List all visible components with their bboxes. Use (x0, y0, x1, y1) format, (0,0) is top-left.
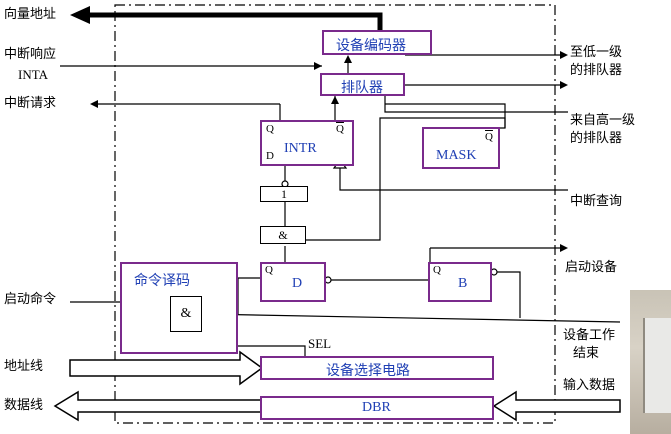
input-data-label: 输入数据 (563, 378, 616, 393)
intr-d-pin: D (266, 150, 274, 162)
from-higher-queue-line1: 来自高一级 (570, 113, 636, 128)
b-ff-q-pin: Q (433, 264, 441, 276)
device-done-line1: 设备工作 (563, 328, 616, 343)
to-lower-queue-line2: 的排队器 (570, 63, 623, 78)
not-gate: 1 (260, 186, 308, 202)
mask-title: MASK (436, 148, 477, 163)
d-ff-q-pin: Q (265, 264, 273, 276)
intr-title: INTR (284, 141, 317, 156)
vector-address-bus (90, 12, 383, 32)
start-device-label: 启动设备 (565, 260, 618, 275)
and-gate-upper-symbol: & (278, 228, 288, 242)
queue-block: 排队器 (320, 73, 405, 96)
intr-qbar-pin: Q (336, 123, 344, 135)
address-line-arrow (69, 350, 264, 386)
interface-boundary (114, 4, 556, 424)
sel-label: SEL (308, 336, 332, 351)
command-decoder-title: 命令译码 (134, 273, 190, 289)
interrupt-request-label: 中断请求 (4, 96, 57, 111)
b-ff-title: B (458, 276, 468, 291)
interrupt-query-label: 中断查询 (570, 194, 623, 209)
vector-address-arrow (70, 6, 90, 24)
address-line-label: 地址线 (4, 359, 44, 374)
mask-block: Q MASK (422, 127, 500, 169)
and-gate-upper: & (260, 226, 306, 244)
intr-q-pin: Q (266, 123, 274, 135)
and-gate-decoder: & (170, 296, 202, 332)
dbr-title: DBR (362, 400, 391, 415)
device-encoder-block: 设备编码器 (322, 30, 432, 55)
device-done-line2: 结束 (573, 346, 600, 361)
device-select-title: 设备选择电路 (326, 363, 410, 379)
device-select-block: 设备选择电路 (260, 356, 494, 380)
interrupt-response-label: 中断响应 (4, 47, 57, 62)
dbr-block: DBR (260, 396, 494, 420)
intr-block: Q D Q INTR (260, 120, 354, 166)
from-higher-queue-line2: 的排队器 (570, 131, 623, 146)
mask-qbar-pin: Q (485, 131, 493, 143)
d-ff-title: D (292, 276, 303, 291)
data-line-label: 数据线 (4, 398, 44, 413)
and-gate-decoder-symbol: & (180, 306, 192, 321)
data-line-arrow (53, 390, 263, 422)
device-encoder-title: 设备编码器 (336, 38, 406, 54)
to-lower-queue-line1: 至低一级 (570, 45, 623, 60)
queue-title: 排队器 (341, 80, 383, 96)
not-gate-symbol: 1 (281, 187, 287, 201)
vector-address-label: 向量地址 (4, 7, 57, 22)
input-data-arrow (492, 390, 621, 422)
inta-label: INTA (18, 67, 49, 82)
start-command-label: 启动命令 (4, 292, 57, 307)
d-flipflop-block: Q D (260, 262, 326, 302)
b-flipflop-block: Q B (428, 262, 492, 302)
whiteboard-fragment (643, 318, 671, 413)
